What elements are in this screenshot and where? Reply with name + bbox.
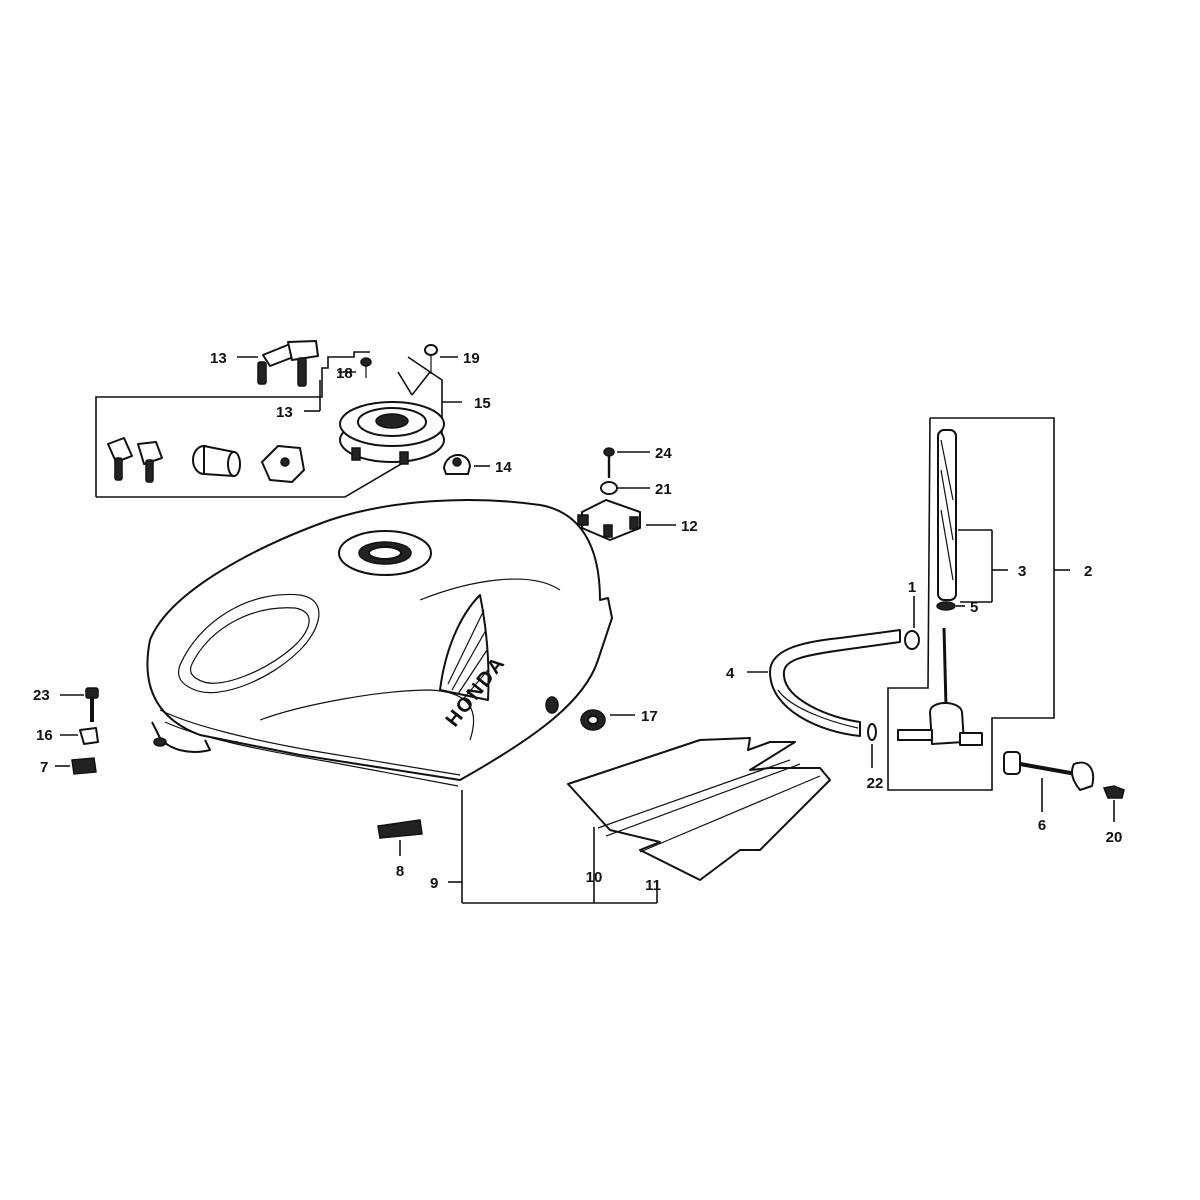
callout-13-top: 13: [210, 350, 227, 367]
tank-pads: [567, 737, 831, 881]
callout-15: 15: [474, 395, 491, 412]
fuel-valve-group: [747, 417, 1125, 822]
callout-21: 21: [655, 481, 672, 498]
callout-23: 23: [33, 687, 50, 704]
mount-bolt-23: [60, 687, 99, 722]
callout-7: 7: [40, 759, 48, 776]
spare-keys: [107, 437, 163, 483]
callout-9: 9: [430, 875, 438, 892]
callout-20: 20: [1106, 829, 1123, 846]
fuel-tank: HONDA: [146, 499, 613, 787]
callout-1: 1: [908, 579, 916, 596]
lock-set-group: [95, 340, 462, 498]
wing-emblem: [439, 594, 490, 701]
callout-17: 17: [641, 708, 658, 725]
callout-11: 11: [645, 877, 661, 894]
callout-16: 16: [36, 727, 53, 744]
callout-10: 10: [586, 869, 603, 886]
fuel-cap: [339, 401, 445, 465]
cap-bolt-19: [424, 344, 438, 374]
latch-bracket: [261, 445, 305, 483]
rubber-7: [55, 757, 97, 775]
callout-3: 3: [1018, 563, 1026, 580]
callout-18: 18: [336, 365, 353, 382]
pad-bracket: [448, 790, 658, 904]
lock-cylinder: [192, 445, 241, 477]
callout-14: 14: [495, 459, 512, 476]
grommet-14: [443, 454, 490, 475]
ignition-keys: [257, 340, 319, 387]
callout-labels: 1 2 3 4 5 6 7 8 9 10 11 12 13 13 14 15 1…: [33, 350, 1122, 894]
callout-8: 8: [396, 863, 404, 880]
cap-bolt-18: [360, 357, 372, 378]
callout-2: 2: [1084, 563, 1092, 580]
callout-13-mid: 13: [276, 404, 293, 421]
callout-24: 24: [655, 445, 672, 462]
cushion-8: [377, 819, 423, 856]
callout-12: 12: [681, 518, 698, 535]
callout-22: 22: [867, 775, 884, 792]
callout-19: 19: [463, 350, 480, 367]
callout-5: 5: [970, 599, 978, 616]
callout-6: 6: [1038, 817, 1046, 834]
grommet-17: [580, 709, 635, 731]
rear-mount-group: [577, 447, 676, 541]
callout-4: 4: [726, 665, 735, 682]
collar-16: [60, 727, 99, 745]
